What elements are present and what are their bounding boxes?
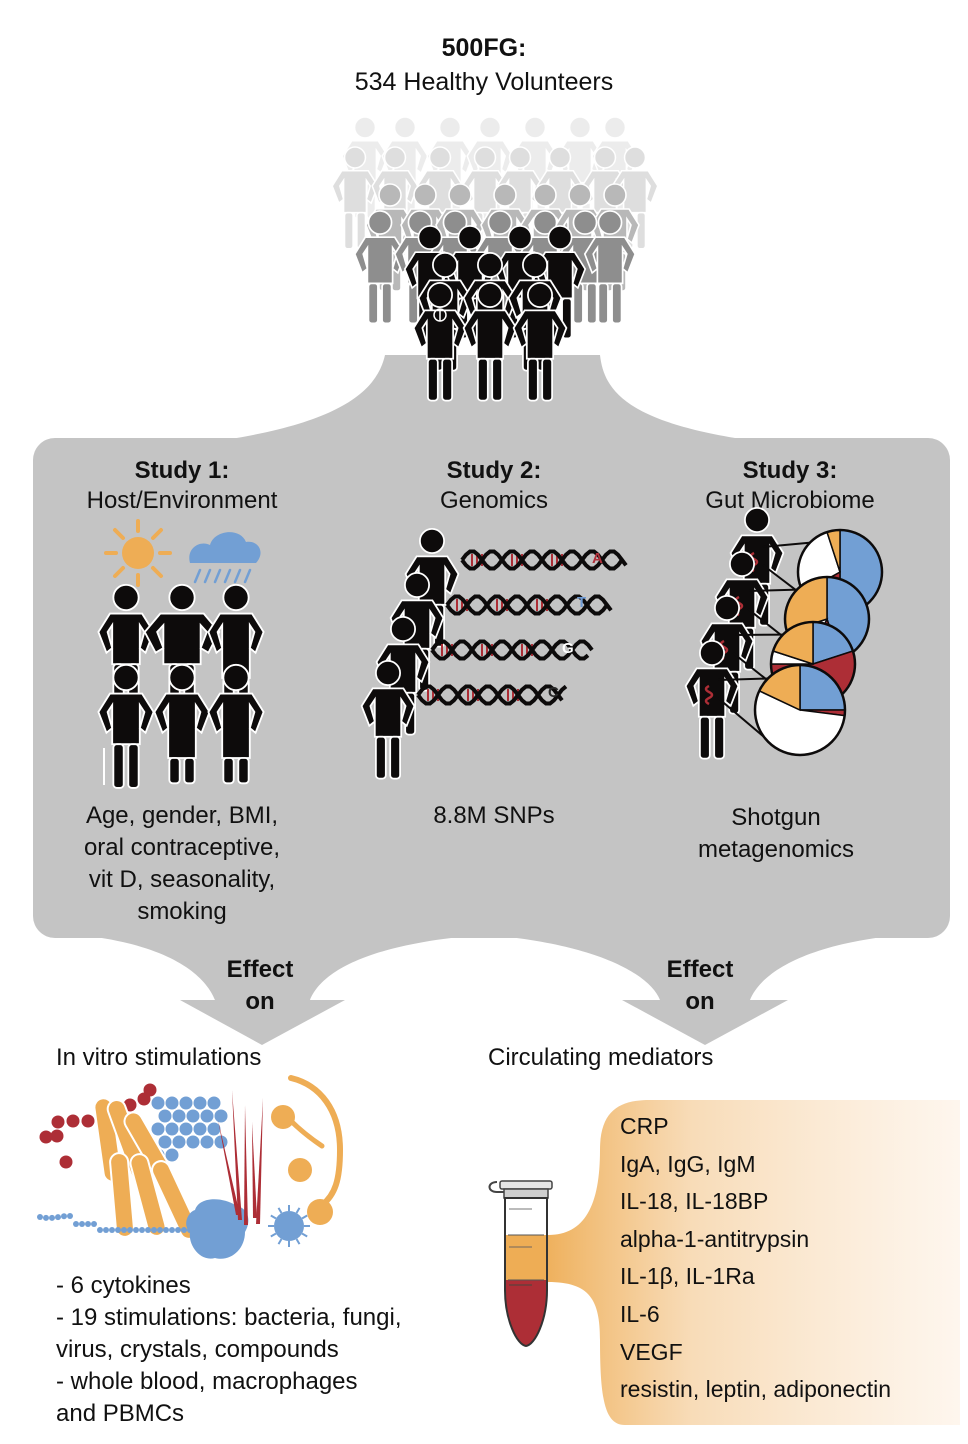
study-1-desc-line: Age, gender, BMI, xyxy=(85,802,279,829)
person-figure xyxy=(207,663,265,785)
microbiome-pie-chart xyxy=(753,663,847,757)
person-figure xyxy=(353,210,407,325)
in-vitro-line: - whole blood, macrophages xyxy=(56,1368,358,1395)
mediator-item: IL-1β, IL-1Ra xyxy=(620,1263,755,1290)
study-2-heading: Study 2: xyxy=(446,457,542,484)
person-figure xyxy=(412,282,468,402)
study-1-description: Age, gender, BMI, oral contraceptive, vi… xyxy=(32,800,332,928)
mediator-item: IL-6 xyxy=(620,1300,660,1327)
study-1-desc-line: oral contraceptive, xyxy=(83,834,281,861)
blood-tube-icon xyxy=(488,1180,553,1348)
peace-symbol-icon xyxy=(433,308,447,322)
in-vitro-line: virus, crystals, compounds xyxy=(56,1336,339,1363)
nucleotide-c-label: C xyxy=(548,684,559,701)
virus-icon xyxy=(268,1205,310,1247)
dna-strand-icon xyxy=(460,549,628,571)
nucleotide-a-label: A xyxy=(592,550,603,567)
mediators-highlight xyxy=(548,1100,960,1425)
person-figure xyxy=(153,663,211,785)
circulating-title: Circulating mediators xyxy=(488,1044,714,1071)
study-1-desc-line: smoking xyxy=(137,898,227,925)
person-figure xyxy=(583,210,637,325)
dna-strand-icon xyxy=(430,639,594,661)
study-2-desc-line: 8.8M SNPs xyxy=(433,802,555,829)
dna-strand-icon xyxy=(445,594,613,616)
cohort-subtitle: 534 Healthy Volunteers xyxy=(354,68,614,96)
streptococcus-icon xyxy=(39,1083,157,1169)
mediator-item: IgA, IgG, IgM xyxy=(620,1150,756,1177)
study-1-header: Study 1: Host/Environment xyxy=(32,456,332,516)
in-vitro-title: In vitro stimulations xyxy=(56,1044,262,1071)
nucleotide-g-label: G xyxy=(562,640,574,657)
crystals-icon xyxy=(218,1090,263,1225)
study-2-description: 8.8M SNPs xyxy=(344,800,644,832)
in-vitro-details: - 6 cytokines - 19 stimulations: bacteri… xyxy=(56,1270,402,1430)
bacilli-icon xyxy=(93,1097,199,1240)
sun-icon xyxy=(104,519,172,587)
fungus-icon xyxy=(186,1199,249,1259)
study-1-name: Host/Environment xyxy=(86,487,278,514)
in-vitro-line: and PBMCs xyxy=(56,1400,185,1427)
rain-cloud-icon xyxy=(189,532,261,584)
study-3-desc-line: metagenomics xyxy=(697,836,855,863)
right-effect-label: Effect on xyxy=(630,954,770,1018)
person-figure xyxy=(360,660,416,780)
crowd-funnel xyxy=(100,355,880,452)
study-1-heading: Study 1: xyxy=(134,457,230,484)
person-figure xyxy=(512,282,568,402)
study-2-name: Genomics xyxy=(439,487,549,514)
in-vitro-line: - 6 cytokines xyxy=(56,1272,191,1299)
effect-label-line: Effect xyxy=(666,956,734,983)
study-3-header: Study 3: Gut Microbiome xyxy=(640,456,940,516)
left-effect-label: Effect on xyxy=(190,954,330,1018)
effect-label-line: on xyxy=(685,988,715,1015)
effect-label-line: on xyxy=(245,988,275,1015)
study-3-description: Shotgun metagenomics xyxy=(626,802,926,866)
gut-icon xyxy=(704,684,714,706)
mediator-item: CRP xyxy=(620,1113,669,1139)
effect-label-line: Effect xyxy=(226,956,294,983)
study-3-name: Gut Microbiome xyxy=(705,487,875,514)
study-2-header: Study 2: Genomics xyxy=(344,456,644,516)
mediators-list: CRP IgA, IgG, IgM IL-18, IL-18BP alpha-1… xyxy=(620,1108,891,1409)
mediator-item: IL-18, IL-18BP xyxy=(620,1188,769,1215)
mediator-item: alpha-1-antitrypsin xyxy=(620,1225,810,1252)
people-group-icon xyxy=(97,583,265,789)
hyphae-icon xyxy=(271,1075,344,1225)
in-vitro-line: - 19 stimulations: bacteria, fungi, xyxy=(56,1304,402,1331)
mediator-item: VEGF xyxy=(620,1338,683,1365)
dna-strand-icon xyxy=(416,684,568,706)
person-figure xyxy=(97,663,155,789)
person-figure xyxy=(462,282,518,402)
study-3-heading: Study 3: xyxy=(742,457,838,484)
mediator-item: resistin, leptin, adiponectin xyxy=(620,1376,892,1403)
left-effect-arrow xyxy=(80,935,480,1045)
study-1-desc-line: vit D, seasonality, xyxy=(88,866,276,893)
nucleotide-t-label: T xyxy=(577,594,587,611)
study-3-desc-line: Shotgun xyxy=(731,804,821,831)
cohort-title: 500FG: xyxy=(441,34,527,62)
right-effect-arrow xyxy=(490,935,900,1045)
